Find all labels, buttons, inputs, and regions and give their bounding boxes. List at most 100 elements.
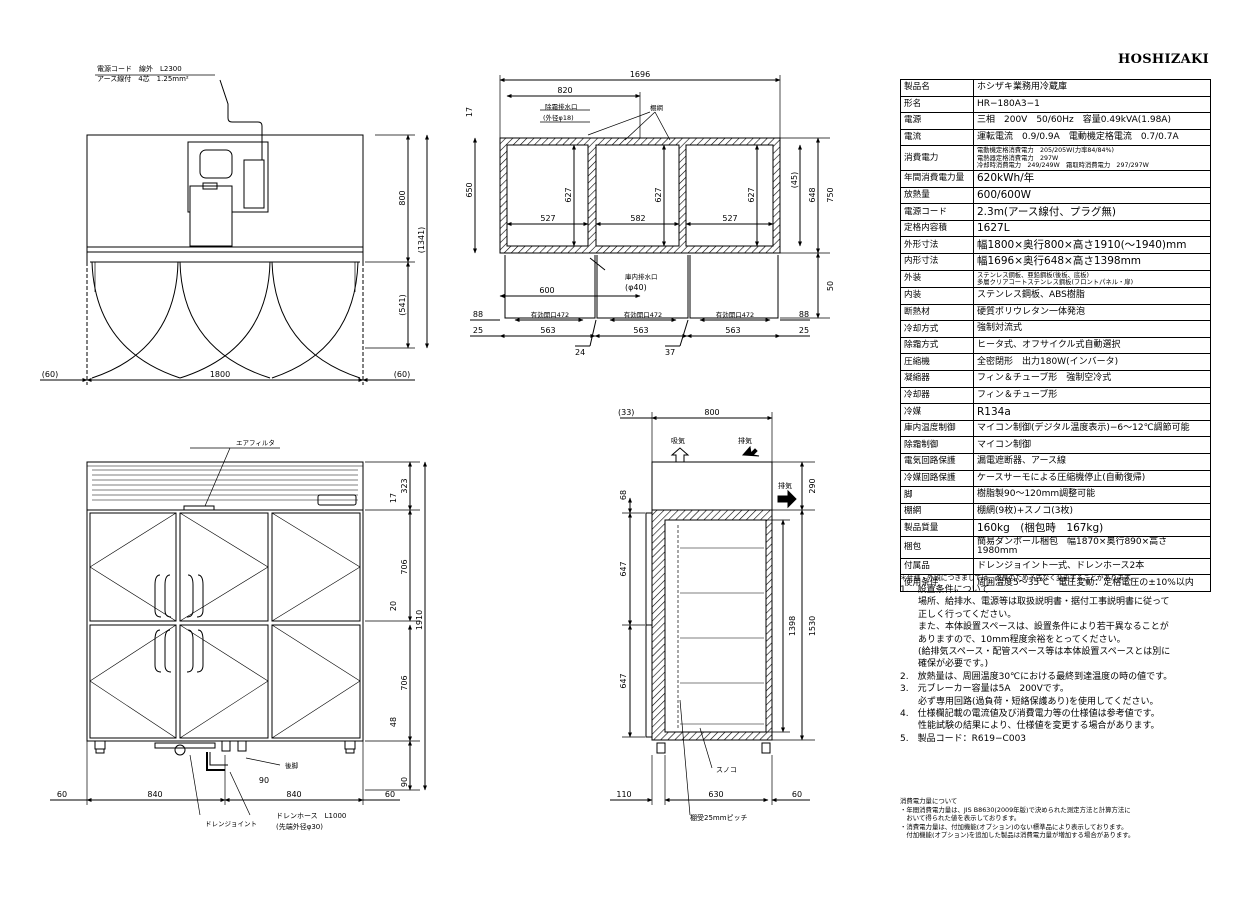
drain-joint-label: ドレンジョイント bbox=[205, 820, 257, 828]
note-line: 必ず専用回路(過負荷・短絡保護あり)を使用してください。 bbox=[900, 696, 1159, 707]
note-line: 4. 仕様欄記載の電流値及び消費電力等の仕様値は参考値です。 bbox=[900, 709, 1160, 720]
spec-row: 使用条件周囲温度5〜35℃ 電圧変動：定格電圧の±10%以内 bbox=[900, 574, 1211, 593]
side-view-labels: (33) 800 吸気 排気 排気 290 68 647 647 1398 15… bbox=[616, 408, 817, 822]
spec-value-line: 多層クリアコートステンレス鋼板(フロントパネル・扉) bbox=[977, 278, 1134, 286]
energy-note-line: 付加機能(オプション)を追加した製品は消費電力量が増加する場合があります。 bbox=[900, 831, 1135, 840]
dim-527-b: 527 bbox=[722, 214, 737, 223]
intake-label: 吸気 bbox=[671, 436, 685, 445]
dim-88-left: 88 bbox=[473, 310, 483, 319]
opening-a: 有効開口472 bbox=[531, 310, 569, 319]
front-view bbox=[50, 447, 427, 816]
dim-60-side: 60 bbox=[792, 790, 802, 799]
dim-323: 323 bbox=[400, 478, 409, 493]
spec-value-line: ステンレス鋼板、亜鉛鋼板(後板、底板) bbox=[977, 271, 1089, 279]
spec-footnote: ＊仕様・外観につきましては、改良のため予告なく変更することがあります。 bbox=[900, 574, 1137, 582]
spec-value-line: 電熱器定格消費電力 297W bbox=[977, 154, 1059, 162]
note-line: 5. 製品コード：R619−C003 bbox=[900, 733, 1027, 744]
dim-627-b: 627 bbox=[654, 187, 663, 202]
dim-647-upper: 647 bbox=[619, 561, 628, 576]
dim-627-c: 627 bbox=[747, 187, 756, 202]
dim-527-a: 527 bbox=[540, 214, 555, 223]
dim-290: 290 bbox=[808, 478, 817, 493]
dim-1341: (1341) bbox=[417, 227, 426, 254]
dim-582: 582 bbox=[630, 214, 645, 223]
plan-view bbox=[470, 75, 830, 347]
sunoko-label: スノコ bbox=[716, 766, 737, 774]
shelf-pitch-label: 棚受25mmピッチ bbox=[690, 813, 748, 822]
plan-view-labels: 1696 820 除霜排水口 (外径φ18) 棚網 17 650 627 627… bbox=[465, 70, 835, 357]
spec-value: ステンレス鋼板、亜鉛鋼板(後板、底板)多層クリアコートステンレス鋼板(フロントパ… bbox=[973, 269, 1211, 289]
front-view-labels: エアフィルタ 323 17 706 20 1910 706 48 90 60 8… bbox=[57, 438, 424, 831]
spec-row: 梱包簡易ダンボール梱包 幅1870×奥行890×高さ1980mm bbox=[900, 536, 1211, 559]
drain-hose-diameter: (先端外径φ30) bbox=[276, 822, 323, 831]
dim-647-lower: 647 bbox=[619, 673, 628, 688]
drain-hose-label: ドレンホース L1000 bbox=[276, 812, 346, 820]
cord-label-1: 電源コード 線外 L2300 bbox=[97, 64, 182, 73]
spec-value-line: 電動機定格消費電力 205/205W(力率84/84%) bbox=[977, 147, 1114, 155]
air-filter-label: エアフィルタ bbox=[236, 438, 275, 447]
exhaust-label-top: 排気 bbox=[738, 436, 752, 445]
spec-value-line: 冷却時消費電力 249/249W 霜取時消費電力 297/297W bbox=[977, 161, 1149, 169]
note-line: 2. 放熱量は、周囲温度30℃における最終到達温度の時の値です。 bbox=[900, 671, 1173, 682]
dim-1530: 1530 bbox=[808, 616, 817, 636]
dim-648: 648 bbox=[808, 187, 817, 202]
dim-800: 800 bbox=[398, 190, 407, 205]
top-view bbox=[40, 74, 429, 385]
top-view-labels: 電源コード 線外 L2300 アース線付 4芯 1.25mm² 1800 (60… bbox=[42, 64, 426, 379]
dim-width-1800: 1800 bbox=[210, 370, 230, 379]
spec-row: 冷媒回路保護ケースサーモによる圧縮機停止(自動復帰) bbox=[900, 469, 1211, 488]
spec-row: 電流運転電流 0.9/0.9A 電動機定格電流 0.7/0.7A bbox=[900, 128, 1211, 147]
dim-88-right: 88 bbox=[799, 310, 809, 319]
shelf-net-label: 棚網 bbox=[650, 103, 664, 112]
dim-630: 630 bbox=[708, 790, 723, 799]
spec-row: 製品名ホシザキ業務用冷蔵庫 bbox=[900, 79, 1211, 97]
dim-48: 48 bbox=[389, 717, 398, 727]
spec-value: 周囲温度5〜35℃ 電圧変動：定格電圧の±10%以内 bbox=[973, 574, 1211, 593]
note-line: 場所、給排水、電源等は取扱説明書・据付工事説明書に従って bbox=[900, 597, 1170, 608]
energy-note-line: おいて得られた値を表示しております。 bbox=[900, 814, 1021, 823]
spec-label: 外装 bbox=[900, 269, 974, 289]
dim-68: 68 bbox=[619, 490, 628, 500]
dim-17-front: 17 bbox=[389, 493, 398, 503]
dim-600: 600 bbox=[539, 286, 554, 295]
dim-25-left: 25 bbox=[473, 326, 483, 335]
dim-90-drain: 90 bbox=[259, 776, 269, 785]
note-line: 性能試験の結果により、仕様値を変更する場合があります。 bbox=[900, 721, 1160, 732]
dim-37: 37 bbox=[665, 348, 675, 357]
opening-c: 有効開口472 bbox=[716, 310, 754, 319]
inner-drain-diameter: (φ40) bbox=[625, 283, 647, 292]
spec-row: 庫内温度制御マイコン制御(デジタル温度表示)−6〜12℃調節可能 bbox=[900, 419, 1211, 438]
cord-label-2: アース線付 4芯 1.25mm² bbox=[97, 74, 189, 83]
note-line: 1. 設置条件について bbox=[900, 585, 990, 595]
dim-20: 20 bbox=[389, 601, 398, 611]
dim-1696: 1696 bbox=[630, 70, 650, 79]
dim-627-a: 627 bbox=[564, 187, 573, 202]
note-line: 正しく行ってください。 bbox=[900, 609, 1017, 620]
dim-60-right: 60 bbox=[385, 790, 395, 799]
rear-leg-label: 後脚 bbox=[285, 761, 299, 770]
spec-value: マイコン制御(デジタル温度表示)−6〜12℃調節可能 bbox=[973, 419, 1211, 438]
dim-563-b: 563 bbox=[633, 326, 648, 335]
dim-33: (33) bbox=[618, 408, 634, 417]
dim-110: 110 bbox=[616, 790, 631, 799]
inner-drain-label: 庫内排水口 bbox=[625, 272, 658, 281]
dim-45: (45) bbox=[790, 172, 799, 188]
dim-820: 820 bbox=[557, 86, 572, 95]
brand-logo: HOSHIZAKI bbox=[1118, 52, 1210, 67]
dim-50: 50 bbox=[826, 281, 835, 291]
dim-25-right: 25 bbox=[799, 326, 809, 335]
exhaust-label-rear: 排気 bbox=[778, 481, 792, 490]
dim-24: 24 bbox=[575, 348, 585, 357]
spec-value: 電動機定格消費電力 205/205W(力率84/84%)電熱器定格消費電力 29… bbox=[973, 145, 1211, 172]
dim-1910: 1910 bbox=[415, 610, 424, 630]
spec-row: 脚樹脂製90〜120mm調整可能 bbox=[900, 486, 1211, 504]
drain-label: 除霜排水口 bbox=[545, 102, 578, 111]
note-line: 3. 元ブレーカー容量は5A 200Vです。 bbox=[900, 684, 1069, 695]
dim-563-c: 563 bbox=[725, 326, 740, 335]
dim-left-60: (60) bbox=[42, 370, 58, 379]
